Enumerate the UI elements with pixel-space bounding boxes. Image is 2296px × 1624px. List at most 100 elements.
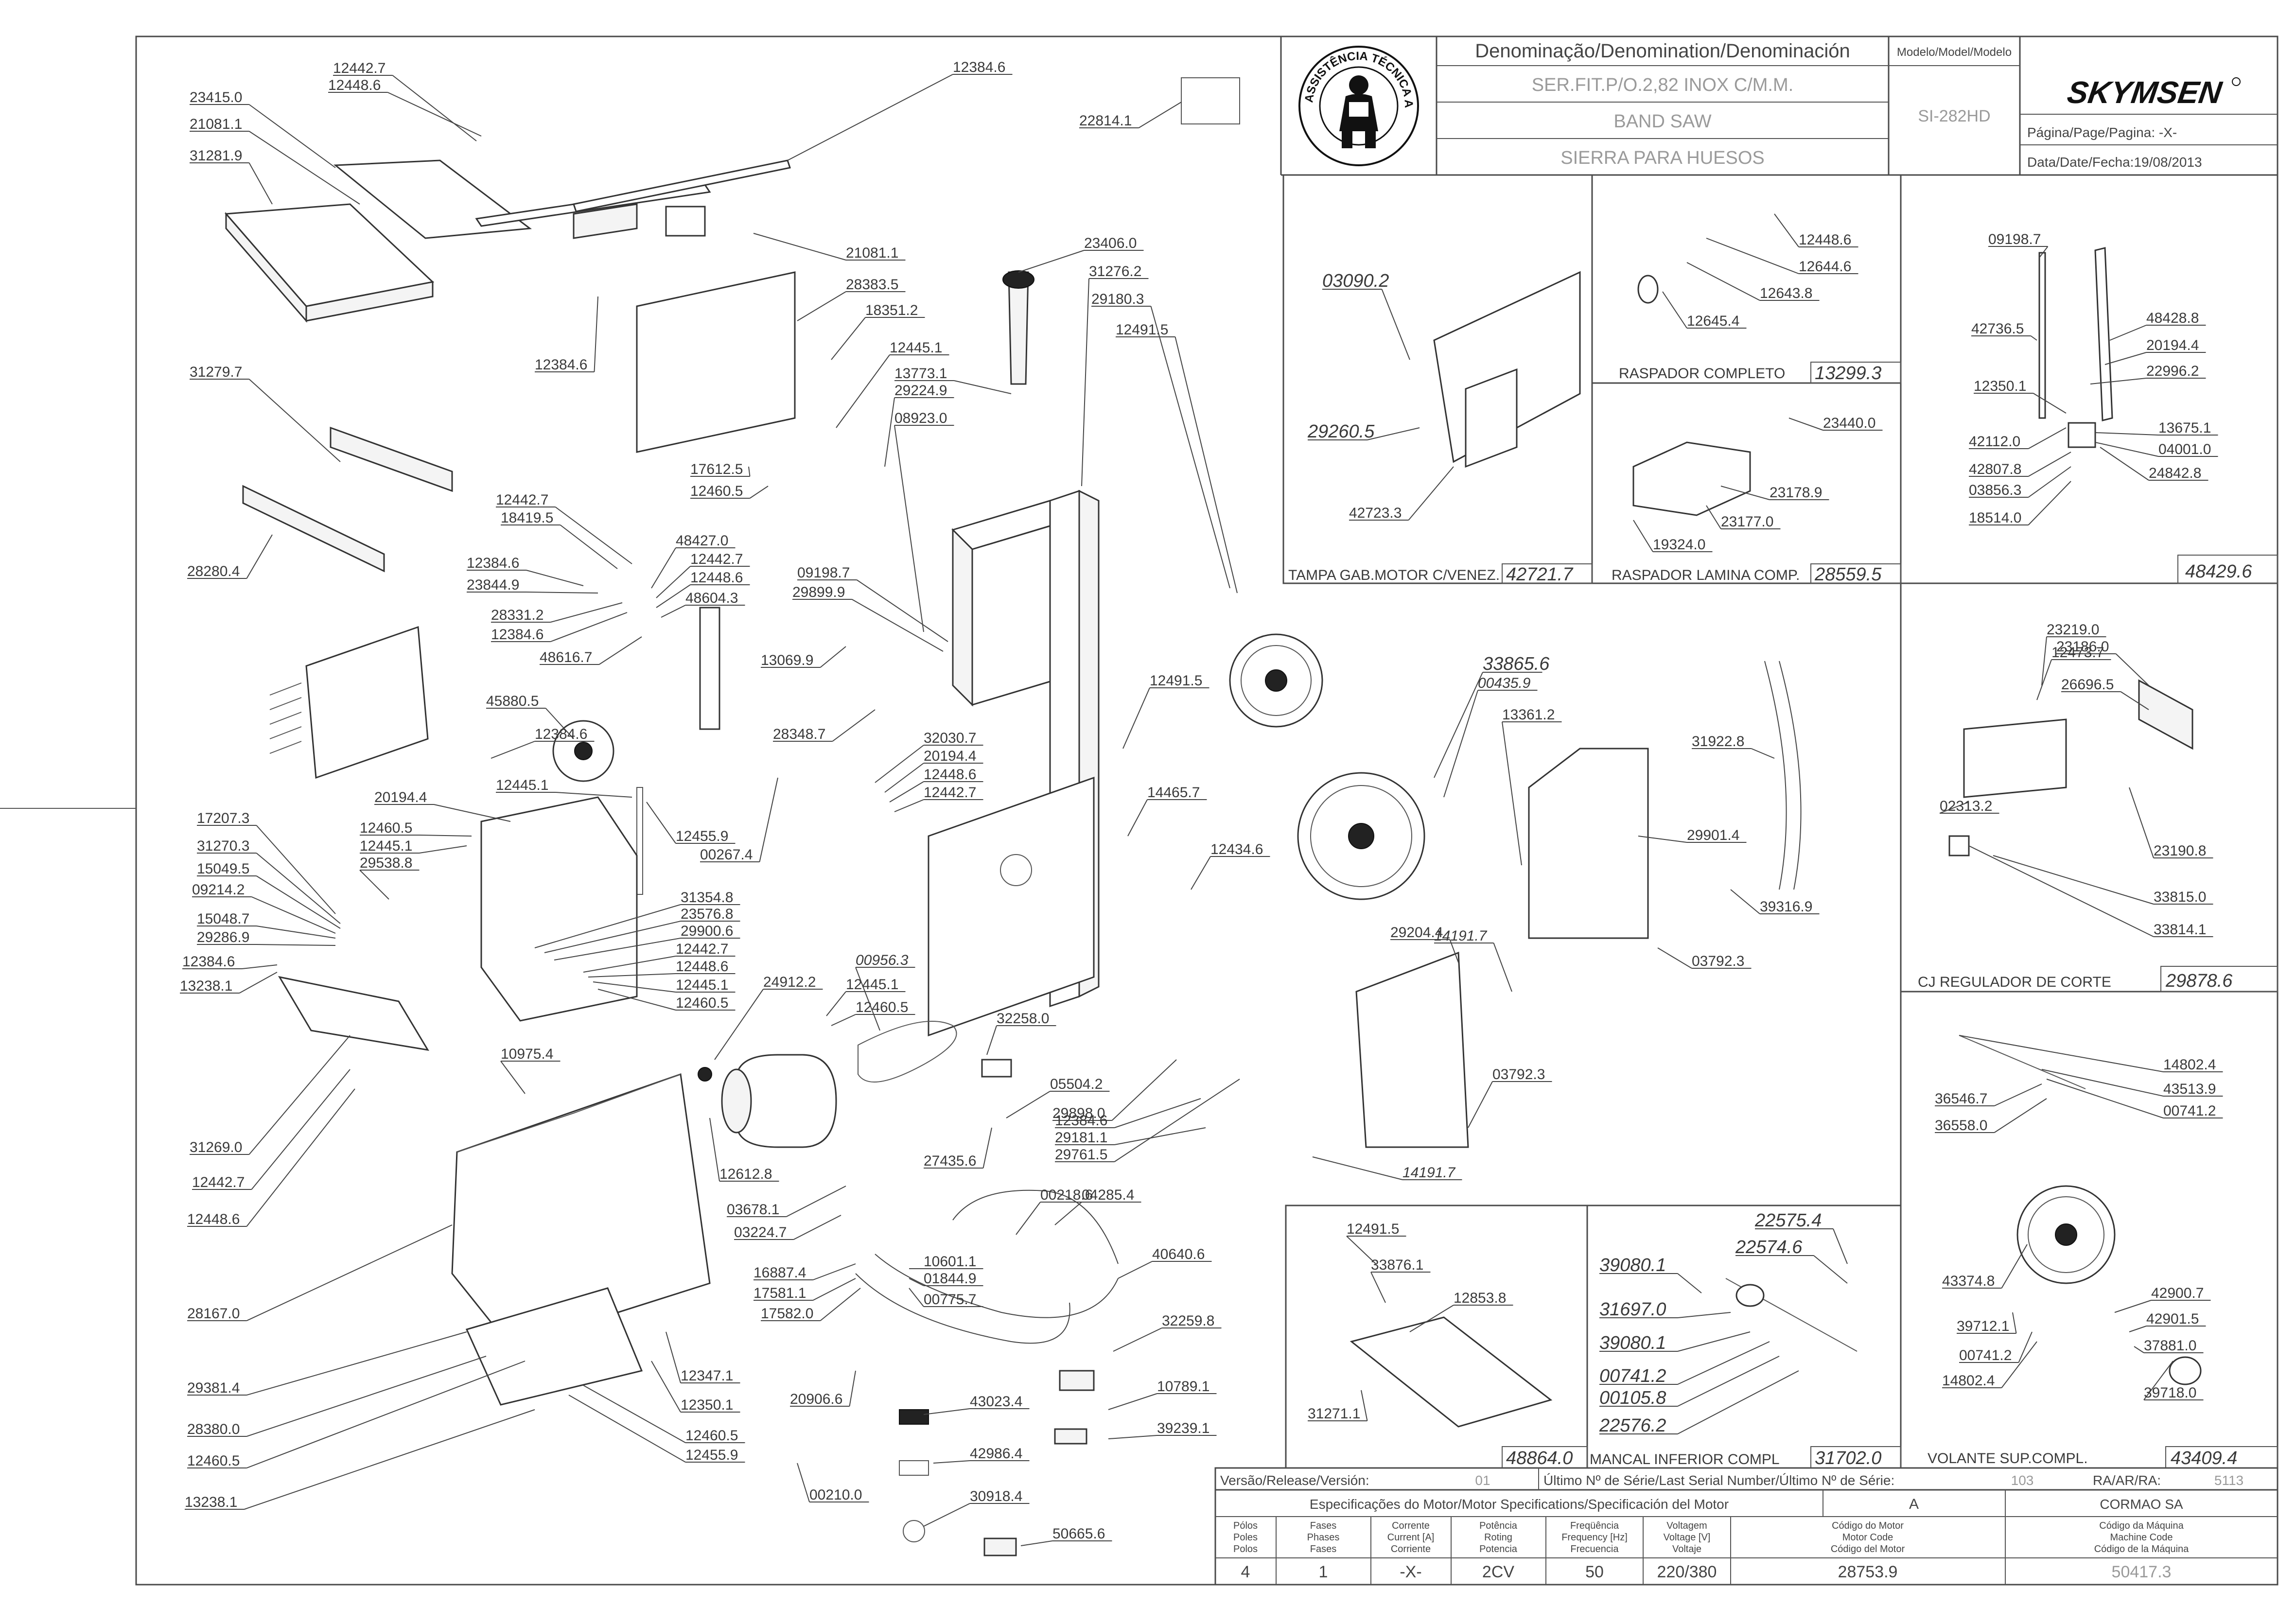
part-number-label: 39080.1 [1599, 1333, 1666, 1353]
part-number-label: 15048.7 [197, 911, 249, 927]
part-number-label: 48427.0 [676, 533, 728, 549]
part-number-label: 22575.4 [1754, 1210, 1822, 1231]
leader-line [909, 1278, 924, 1286]
leader-line [709, 1118, 720, 1182]
leader-line [759, 777, 778, 862]
part-number-label: 17612.5 [690, 461, 743, 477]
part-number-label: 42900.7 [2151, 1285, 2204, 1301]
leader-line [583, 1385, 686, 1443]
leader-line [2134, 1346, 2144, 1353]
part-number-label: 00741.2 [2163, 1103, 2216, 1119]
spec-header: Corrente [1392, 1520, 1430, 1531]
leader-line [242, 964, 278, 969]
leader-line [1108, 1393, 1157, 1410]
part-number-label: 00956.3 [856, 952, 909, 968]
part-number-label: 31271.1 [1308, 1406, 1360, 1422]
spec-header: Frecuencia [1571, 1544, 1619, 1554]
leader-line [836, 354, 890, 428]
part-number-label: 16887.4 [754, 1265, 806, 1281]
part-number-label: 22814.1 [1079, 113, 1132, 129]
part-number-label: 22576.2 [1599, 1415, 1666, 1436]
part-number-label: 17582.0 [761, 1306, 813, 1322]
part-number-label: 14191.7 [1402, 1165, 1456, 1181]
part-number-label: 17581.1 [754, 1285, 806, 1301]
part-number-label: 12448.6 [676, 959, 728, 975]
spec-headers: PólosPolesPolosFasesPhasesFasesCorrenteC… [1233, 1520, 2189, 1554]
leader-line [246, 1331, 467, 1396]
part-number-label: 00267.4 [700, 847, 753, 863]
leader-line [1118, 1261, 1153, 1279]
part-number-label: 12491.5 [1347, 1221, 1399, 1237]
part-number-label: 29898.0 [1052, 1105, 1105, 1121]
part-number-label: 04285.4 [1082, 1187, 1134, 1203]
spec-header: Freqüência [1570, 1520, 1619, 1531]
leader-line [651, 547, 676, 589]
leader-line [1113, 1327, 1162, 1352]
part-number-label: 03792.3 [1692, 953, 1744, 969]
part-number-label: 15049.5 [197, 861, 249, 877]
leader-line [1968, 845, 2154, 937]
part-number-label: 39718.0 [2144, 1385, 2196, 1401]
part-number-label: 26696.5 [2061, 677, 2114, 693]
leader-line [1502, 721, 1522, 866]
leader-line [256, 944, 336, 946]
spec-header: Pólos [1233, 1520, 1258, 1531]
leader-line [248, 1035, 351, 1155]
part-number-label: 24842.8 [2149, 465, 2201, 481]
part-number-label: 33876.1 [1371, 1257, 1423, 1273]
part-number-label: 29538.8 [360, 855, 412, 871]
leader-line [1706, 505, 1721, 529]
leader-line [2018, 1331, 2033, 1363]
part-number-label: 27435.6 [924, 1153, 976, 1169]
leader-line [491, 741, 535, 759]
leader-line [1361, 1390, 1368, 1421]
brand-name: SKYMSEN [2065, 75, 2225, 110]
part-number-label: 12445.1 [496, 777, 548, 793]
part-number-label: 24912.2 [763, 974, 816, 990]
part-number-label: 12644.6 [1799, 259, 1851, 275]
part-number-label: 13238.1 [180, 978, 232, 994]
subassembly-code: 31702.0 [1815, 1448, 1881, 1468]
leader-line [656, 566, 691, 598]
part-number-label: 31269.0 [190, 1139, 242, 1155]
part-number-label: 12384.6 [182, 954, 235, 970]
part-number-label: 31270.3 [197, 838, 249, 854]
part-number-label: 23186.0 [2056, 639, 2109, 655]
part-number-label: 14802.4 [2163, 1057, 2216, 1073]
leader-line [1686, 262, 1760, 301]
part-number-label: 45880.5 [486, 693, 539, 709]
leader-line [526, 592, 598, 594]
part-number-label: 42736.5 [1971, 321, 2024, 337]
leader-line [392, 75, 477, 141]
part-number-label: 12384.6 [535, 357, 587, 373]
leader-line [1138, 102, 1182, 128]
leader-line [2114, 1300, 2152, 1313]
leader-line [359, 870, 389, 900]
leader-line [884, 397, 895, 467]
leader-line [2109, 325, 2147, 341]
spec-header: Machine Code [2110, 1532, 2173, 1543]
part-number-label: 13773.1 [894, 366, 947, 382]
leader-line [2041, 1069, 2164, 1097]
part-number-label: 12460.5 [856, 999, 908, 1015]
part-number-label: 21081.1 [846, 245, 898, 261]
spec-value: 4 [1241, 1563, 1250, 1581]
leader-line [2104, 352, 2147, 365]
model-header: Modelo/Model/Modelo [1897, 46, 2012, 59]
part-number-label: 22996.2 [2146, 363, 2199, 379]
leader-line [1054, 1202, 1082, 1225]
part-number-label: 29901.4 [1687, 827, 1739, 843]
leader-line [2115, 653, 2149, 686]
leader-line [923, 1408, 970, 1415]
part-number-label: 09198.7 [797, 565, 850, 581]
leader-line [1016, 1202, 1041, 1235]
name-es: SIERRA PARA HUESOS [1560, 148, 1765, 168]
part-number-label: 40640.6 [1152, 1246, 1205, 1262]
leader-line [1381, 289, 1410, 360]
part-number-label: 28167.0 [187, 1306, 240, 1322]
leader-line [1346, 1236, 1376, 1264]
upper-wheel-illustration [1229, 633, 1323, 728]
part-number-label: 21081.1 [190, 116, 242, 132]
part-number-label: 31354.8 [681, 890, 733, 906]
